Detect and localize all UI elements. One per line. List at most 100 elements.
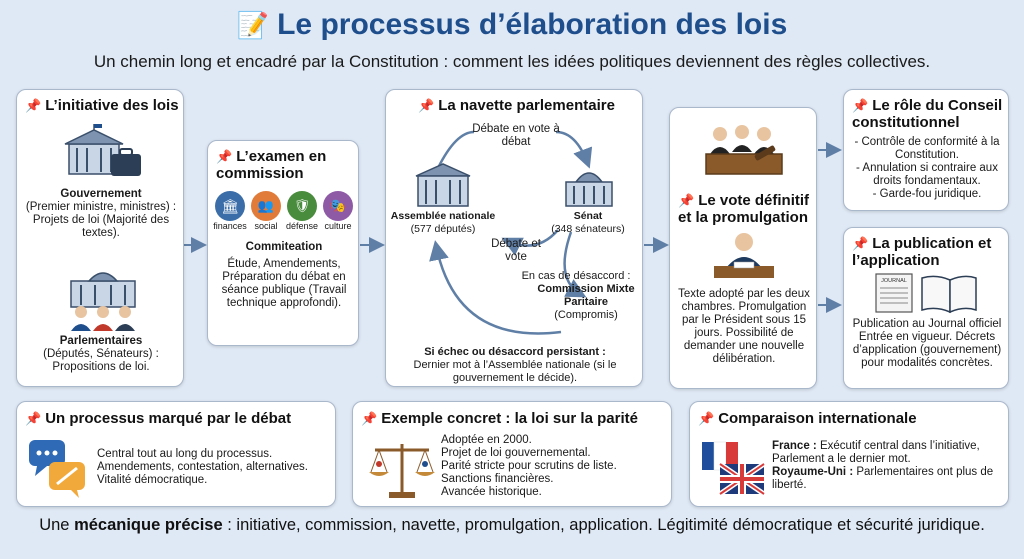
cmp-intro: En cas de désaccord : [521,270,631,282]
publication-card: 📌La publication et l’application JOURNAL… [843,227,1009,389]
conseil-item: - Garde-fou juridique. [872,188,982,200]
pushpin-icon: 📌 [25,411,42,426]
theater-icon: 🎭 [323,191,353,221]
debat-card: 📌Un processus marqué par le débat Centra… [16,401,336,507]
footer-strong: mécanique précise [74,516,223,534]
finances-item: 🏛 finances [212,191,248,231]
cmp-block: En cas de désaccord : Commission Mixte P… [512,270,640,322]
defense-label: défense [285,221,319,231]
scales-of-justice-icon [369,444,435,498]
footer-prefix: Une [39,516,70,534]
exemple-line: Sanctions financières. [441,473,554,485]
pushpin-icon: 📌 [698,411,715,426]
assemblee-subtitle: (577 députés) [410,223,476,235]
comparaison-text: France : Exécutif central dans l’initiat… [772,440,1006,492]
exemple-heading: 📌Exemple concret : la loi sur la parité [361,410,638,427]
navette-top-label: Débate en vote à débat [472,123,560,148]
france-line: France : Exécutif central dans l’initiat… [772,440,980,465]
president-signing-icon [714,233,774,278]
initiative-heading: 📌L’initiative des lois [25,97,179,114]
culture-label: culture [324,221,352,231]
navette-card: 📌La navette parlementaire Débate en vote… [385,89,643,387]
vote-card: 📌Le vote définitif et la promulgation Te… [669,107,817,389]
commission-icons-row: 🏛 finances 👥 social 🛡 défense 🎭 culture [212,191,356,231]
senat-subtitle: (348 sénateurs) [551,223,625,235]
debat-heading: 📌Un processus marqué par le débat [25,410,292,427]
conseil-heading: 📌Le rôle du Conseil constitutionnel [852,97,1003,131]
social-label: social [254,221,278,231]
parl-block: Parlementaires (Députés, Sénateurs) : Pr… [21,335,181,374]
uk-flag-icon [718,461,766,497]
memo-icon: 📝 [236,10,270,40]
parl-title: Parlementaires [59,335,143,347]
fail-text: Dernier mot à l’Assemblée nationale (si … [413,359,617,384]
pushpin-icon: 📌 [852,236,869,251]
shield-icon: 🛡 [287,191,317,221]
fail-block: Si échec ou désaccord persistant : Derni… [396,346,634,385]
journal-label: JOURNAL [881,278,907,284]
pushpin-icon: 📌 [852,98,869,113]
defense-item: 🛡 défense [284,191,320,231]
cmp-title: Commission Mixte Paritaire [537,283,635,308]
gov-text: (Premier ministre, ministres) : Projets … [25,201,177,239]
conseil-list: - Contrôle de conformité à la Constituti… [848,136,1006,201]
exemple-line: Adoptée en 2000. [441,434,532,446]
senat-block: Sénat (348 sénateurs) [536,210,640,236]
conseil-card: 📌Le rôle du Conseil constitutionnel - Co… [843,89,1009,211]
people-icon: 👥 [251,191,281,221]
speech-bubbles-icon [29,440,85,498]
initiative-card: 📌L’initiative des lois Gouvernement (Pre… [16,89,184,387]
assemblee-building-icon [415,163,471,207]
navette-arrows [429,130,593,335]
exemple-line: Avancée historique. [441,486,542,498]
pushpin-icon: 📌 [25,98,42,113]
publication-text: Publication au Journal officiel Entrée e… [852,318,1002,369]
culture-item: 🎭 culture [320,191,356,231]
arrow-an-to-senat-b [555,130,593,169]
assemblee-title: Assemblée nationale [390,210,496,222]
parliamentarians-icon [70,272,136,331]
commission-subtitle: Commiteation [245,241,323,253]
senat-title: Sénat [573,210,603,222]
vote-heading: 📌Le vote définitif et la promulgation [678,192,810,226]
footer-summary: Une mécanique précise : initiative, comm… [0,516,1024,535]
debat-line: Amendements, contestation, alternatives. [97,461,308,473]
judges-gavel-icon [705,125,783,175]
journal-book-icon: JOURNAL [875,273,977,314]
comparaison-heading: 📌Comparaison internationale [698,410,917,427]
gov-title: Gouvernement [60,188,142,200]
pushpin-icon: 📌 [216,149,233,164]
arrow-senat-to-an [501,229,559,256]
commission-text-block: Commiteation Étude, Amendements, Prépara… [212,241,356,310]
page-title: 📝Le processus d’élaboration des lois [0,8,1024,42]
navette-heading: 📌La navette parlementaire [418,97,615,114]
comparaison-card: 📌Comparaison internationale France : Exé… [689,401,1009,507]
navette-mid-label: Débate et vote [491,238,541,263]
assemblee-block: Assemblée nationale (577 députés) [386,210,500,236]
bank-icon: 🏛 [215,191,245,221]
exemple-card: 📌Exemple concret : la loi sur la parité … [352,401,672,507]
government-building-icon [64,124,141,176]
debat-line: Vitalité démocratique. [97,474,208,486]
page-title-text: Le processus d’élaboration des lois [277,8,788,41]
pushpin-icon: 📌 [361,411,378,426]
footer-rest: : initiative, commission, navette, promu… [227,516,985,534]
cmp-subtitle: (Compromis) [554,309,618,321]
flags-icon [702,441,766,497]
commission-card: 📌L’examen en commission 🏛 finances 👥 soc… [207,140,359,346]
commission-heading: 📌L’examen en commission [216,148,327,182]
social-item: 👥 social [248,191,284,231]
arrow-fail-to-an [429,240,562,335]
france-flag-icon [702,441,738,471]
exemple-line: Projet de loi gouvernemental. [441,447,591,459]
commission-text: Étude, Amendements, Préparation du débat… [221,258,347,309]
pushpin-icon: 📌 [418,98,435,113]
pushpin-icon: 📌 [678,193,695,208]
finances-label: finances [213,221,247,231]
page-subtitle: Un chemin long et encadré par la Constit… [93,52,931,71]
arrow-an-to-senat [436,130,475,169]
exemple-line: Parité stricte pour scrutins de liste. [441,460,617,472]
arrow-senat-to-cmp [563,231,587,298]
vote-text: Texte adopté par les deux chambres. Prom… [678,288,810,365]
